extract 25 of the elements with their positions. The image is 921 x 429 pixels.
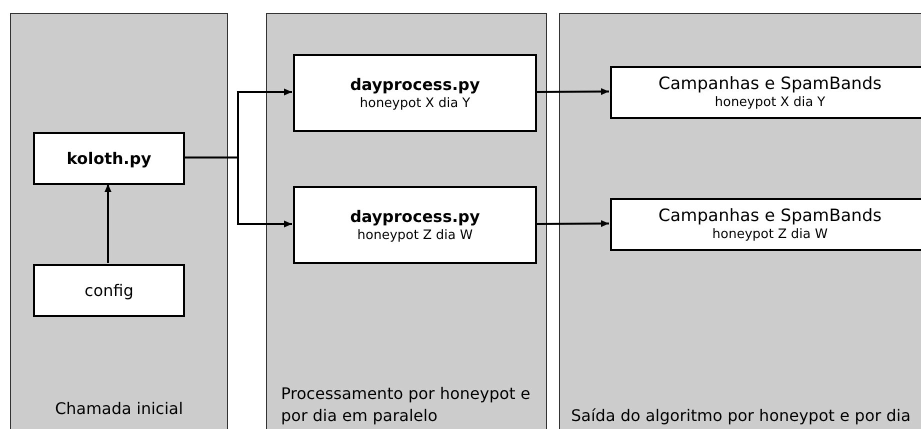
box-title: dayprocess.py bbox=[350, 74, 480, 94]
box-subtitle: honeypot Z dia W bbox=[357, 226, 473, 244]
lane-caption: Processamento por honeypot e por dia em paralelo bbox=[281, 383, 532, 427]
swimlane-panel bbox=[559, 13, 921, 429]
arrow bbox=[536, 88, 609, 96]
process-box bbox=[293, 186, 537, 264]
box-title: koloth.py bbox=[66, 148, 152, 168]
box-subtitle: honeypot Z dia W bbox=[712, 226, 828, 243]
box-title: Campanhas e SpamBands bbox=[658, 206, 882, 226]
box-title: config bbox=[84, 280, 134, 300]
process-box bbox=[293, 54, 537, 132]
process-box bbox=[610, 66, 921, 119]
swimlane-panel bbox=[266, 13, 547, 429]
box-subtitle: honeypot X dia Y bbox=[360, 94, 470, 112]
lane-caption: Chamada inicial bbox=[54, 398, 184, 420]
swimlane-panel bbox=[10, 13, 228, 429]
box-title: dayprocess.py bbox=[350, 206, 480, 226]
process-box bbox=[610, 198, 921, 251]
box-subtitle: honeypot X dia Y bbox=[714, 94, 826, 111]
box-title: Campanhas e SpamBands bbox=[658, 74, 882, 94]
process-box bbox=[33, 132, 185, 185]
arrow bbox=[104, 184, 112, 263]
lane-caption: Saída do algoritmo por honeypot e por dia bbox=[571, 405, 912, 427]
process-box bbox=[33, 264, 185, 317]
arrow bbox=[536, 220, 609, 228]
